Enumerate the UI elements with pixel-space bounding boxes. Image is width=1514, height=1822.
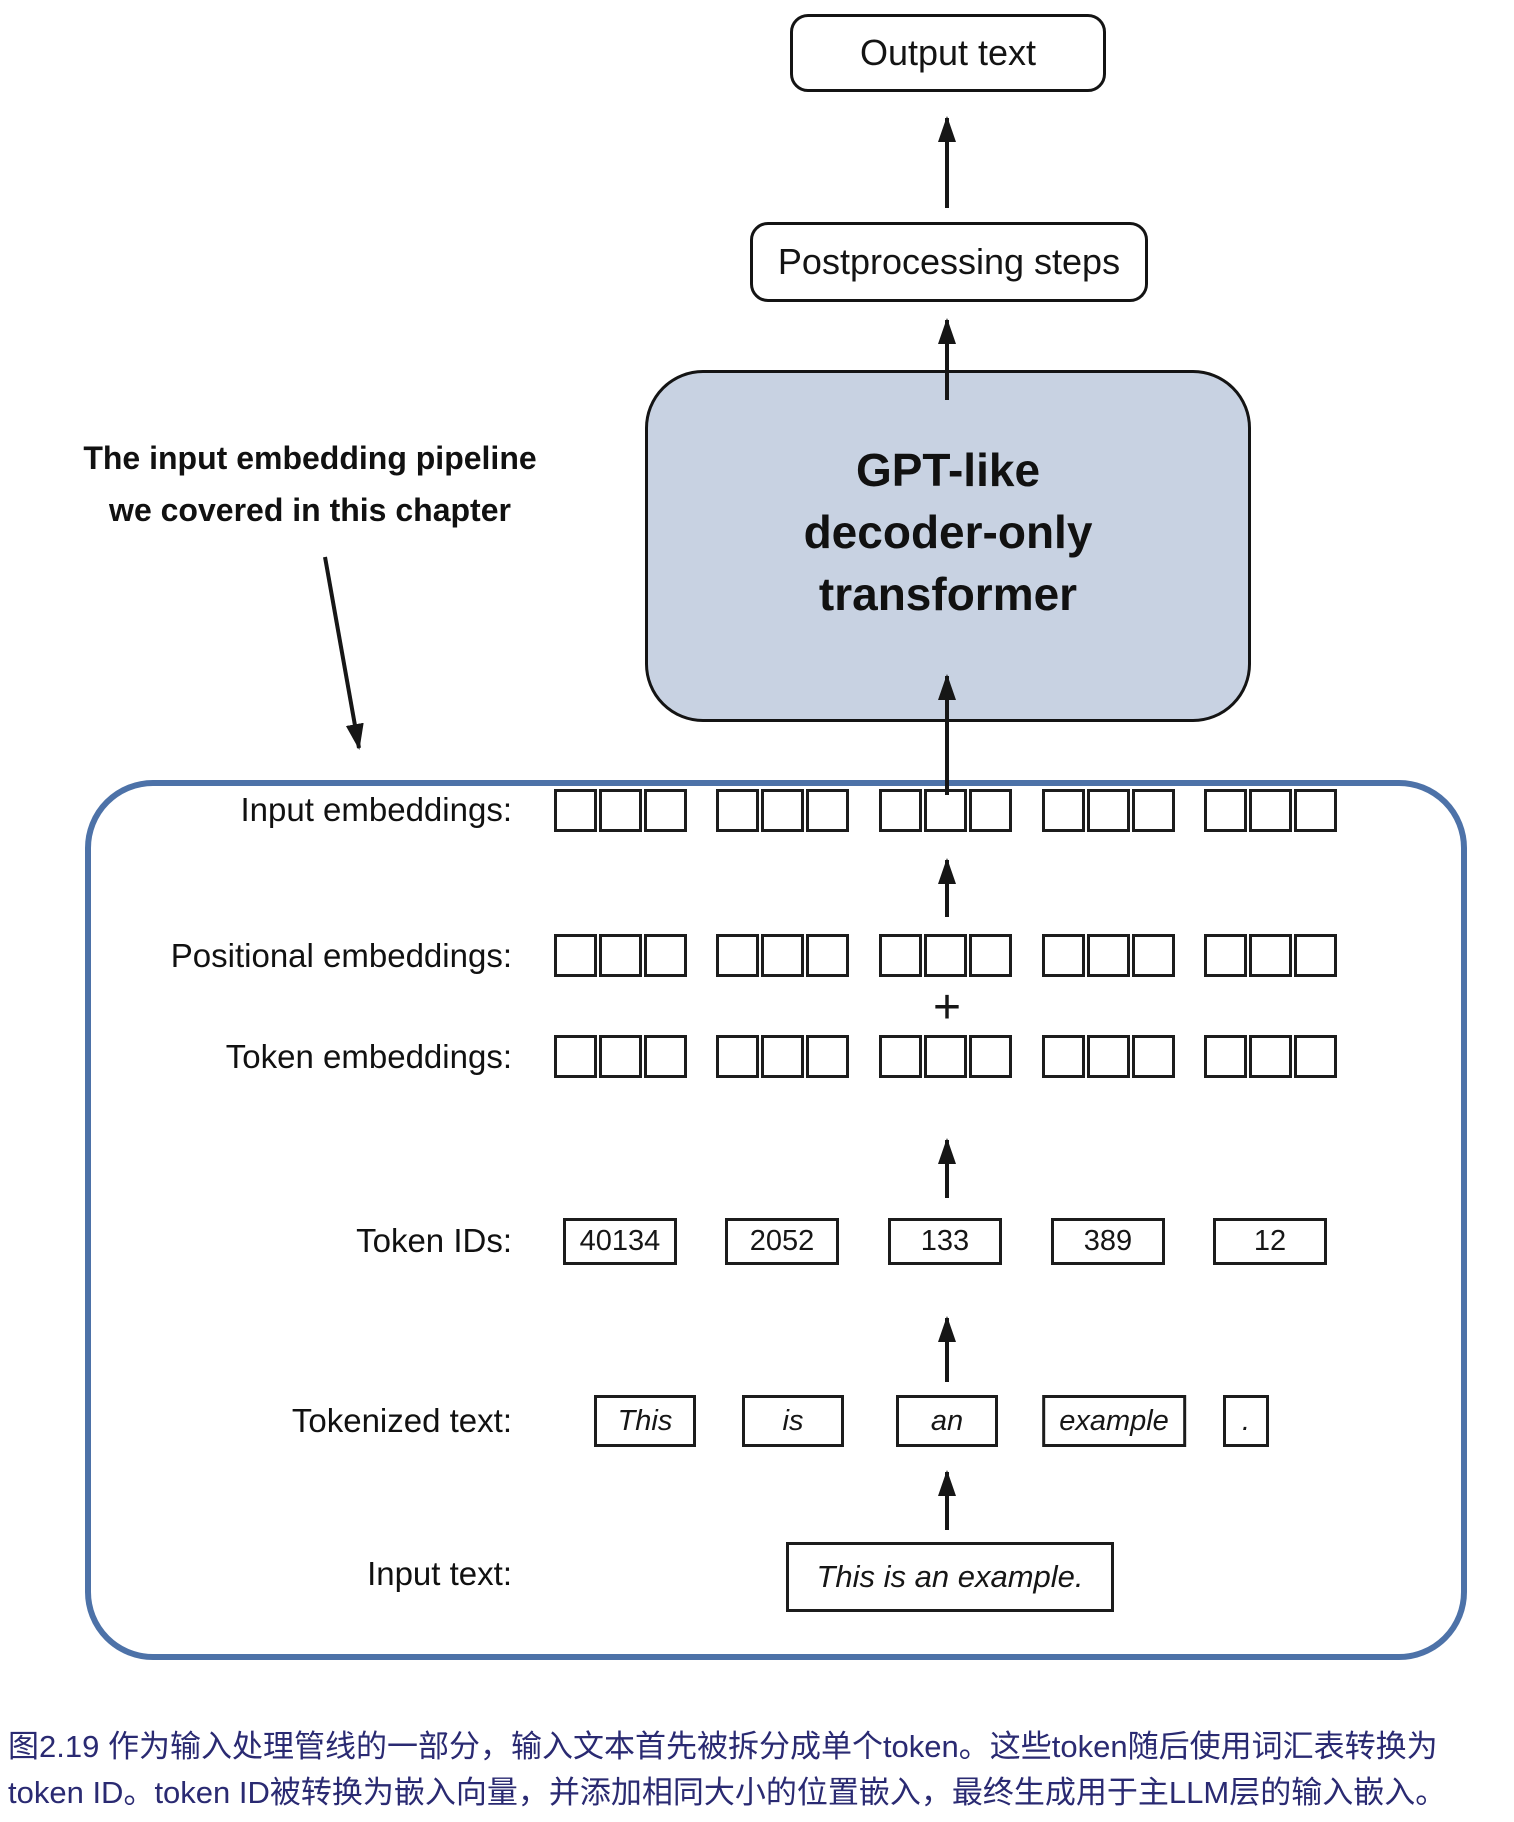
input-embeddings-row xyxy=(0,789,1514,832)
token-box: . xyxy=(1223,1395,1269,1447)
token-id-box: 389 xyxy=(1051,1218,1165,1265)
embedding-vector-group xyxy=(554,789,687,832)
embedding-cell xyxy=(1087,934,1130,977)
embedding-cell xyxy=(1204,789,1247,832)
embedding-cell xyxy=(924,934,967,977)
embedding-cell xyxy=(1042,1035,1085,1078)
embedding-cell xyxy=(1294,934,1337,977)
embedding-cell xyxy=(1294,1035,1337,1078)
embedding-cell xyxy=(644,1035,687,1078)
embedding-cell xyxy=(924,789,967,832)
embedding-cell xyxy=(644,789,687,832)
postprocessing-box: Postprocessing steps xyxy=(750,222,1148,302)
token-id-box: 2052 xyxy=(725,1218,839,1265)
positional-embeddings-row xyxy=(0,934,1514,977)
embedding-vector-group xyxy=(554,1035,687,1078)
embedding-cell xyxy=(599,934,642,977)
embedding-cell xyxy=(1204,1035,1247,1078)
embedding-cell xyxy=(1249,789,1292,832)
embedding-cell xyxy=(599,1035,642,1078)
embedding-cell xyxy=(716,789,759,832)
input-text-label: Input text: xyxy=(367,1555,512,1592)
gpt-transformer-label: GPT-like decoder-only transformer xyxy=(803,444,1093,620)
embedding-cell xyxy=(716,934,759,977)
embedding-cell xyxy=(716,1035,759,1078)
embedding-vector-group xyxy=(716,934,849,977)
input-text-box: This is an example. xyxy=(786,1542,1114,1612)
embedding-cell xyxy=(1204,934,1247,977)
embedding-vector-group xyxy=(716,1035,849,1078)
embedding-vector-group xyxy=(1042,789,1175,832)
embedding-cell xyxy=(879,789,922,832)
embedding-cell xyxy=(969,934,1012,977)
annotation-note: The input embedding pipeline we covered … xyxy=(83,440,537,528)
caption-line-2: token ID。token ID被转换为嵌入向量，并添加相同大小的位置嵌入，最… xyxy=(8,1775,1447,1810)
token-box: This xyxy=(594,1395,696,1447)
embedding-cell xyxy=(761,789,804,832)
input-embeddings-label: Input embeddings: xyxy=(240,791,512,828)
embedding-cell xyxy=(1249,934,1292,977)
embedding-cell xyxy=(879,934,922,977)
embedding-cell xyxy=(599,789,642,832)
token-id-box: 40134 xyxy=(563,1218,677,1265)
token-id-box: 12 xyxy=(1213,1218,1327,1265)
embedding-cell xyxy=(879,1035,922,1078)
embedding-cell xyxy=(554,1035,597,1078)
embedding-vector-group xyxy=(879,1035,1012,1078)
token-id-box: 133 xyxy=(888,1218,1002,1265)
output-text-box: Output text xyxy=(790,14,1106,92)
embedding-cell xyxy=(1294,789,1337,832)
embedding-cell xyxy=(1087,789,1130,832)
output-text-label: Output text xyxy=(859,32,1037,73)
embedding-vector-group xyxy=(1042,934,1175,977)
embedding-cell xyxy=(761,934,804,977)
token-box: is xyxy=(742,1395,844,1447)
token-box: an xyxy=(896,1395,998,1447)
embedding-vector-group xyxy=(879,789,1012,832)
embedding-cell xyxy=(969,789,1012,832)
embedding-cell xyxy=(554,934,597,977)
token-box: example xyxy=(1042,1395,1186,1447)
embedding-cell xyxy=(761,1035,804,1078)
embedding-vector-group xyxy=(1204,789,1337,832)
token-embeddings-label: Token embeddings: xyxy=(225,1038,512,1075)
embedding-cell xyxy=(644,934,687,977)
gpt-transformer-box: GPT-like decoder-only transformer xyxy=(645,370,1251,722)
embedding-cell xyxy=(1132,789,1175,832)
embedding-cell xyxy=(924,1035,967,1078)
token-ids-label: Token IDs: xyxy=(356,1222,512,1259)
embedding-cell xyxy=(1087,1035,1130,1078)
embedding-cell xyxy=(806,934,849,977)
embedding-cell xyxy=(554,789,597,832)
embedding-cell xyxy=(1132,934,1175,977)
embedding-cell xyxy=(1042,934,1085,977)
embedding-vector-group xyxy=(716,789,849,832)
annotation-arrow xyxy=(323,556,364,750)
embedding-cell xyxy=(969,1035,1012,1078)
caption-line-1: 图2.19 作为输入处理管线的一部分，输入文本首先被拆分成单个token。这些t… xyxy=(8,1729,1438,1764)
token-embeddings-row xyxy=(0,1035,1514,1078)
tokenized-text-label: Tokenized text: xyxy=(291,1402,512,1439)
input-text-value: This is an example. xyxy=(816,1559,1084,1594)
embedding-cell xyxy=(1042,789,1085,832)
embedding-cell xyxy=(806,1035,849,1078)
embedding-cell xyxy=(1249,1035,1292,1078)
token-ids-row: 40134 2052 133 389 12 xyxy=(0,1218,1514,1265)
embedding-cell xyxy=(806,789,849,832)
positional-embeddings-label: Positional embeddings: xyxy=(170,937,512,974)
plus-sign: + xyxy=(932,981,962,1034)
embedding-vector-group xyxy=(1204,934,1337,977)
embedding-vector-group xyxy=(554,934,687,977)
embedding-vector-group xyxy=(879,934,1012,977)
embedding-vector-group xyxy=(1204,1035,1337,1078)
embedding-cell xyxy=(1132,1035,1175,1078)
embedding-vector-group xyxy=(1042,1035,1175,1078)
postprocessing-label: Postprocessing steps xyxy=(777,241,1121,282)
